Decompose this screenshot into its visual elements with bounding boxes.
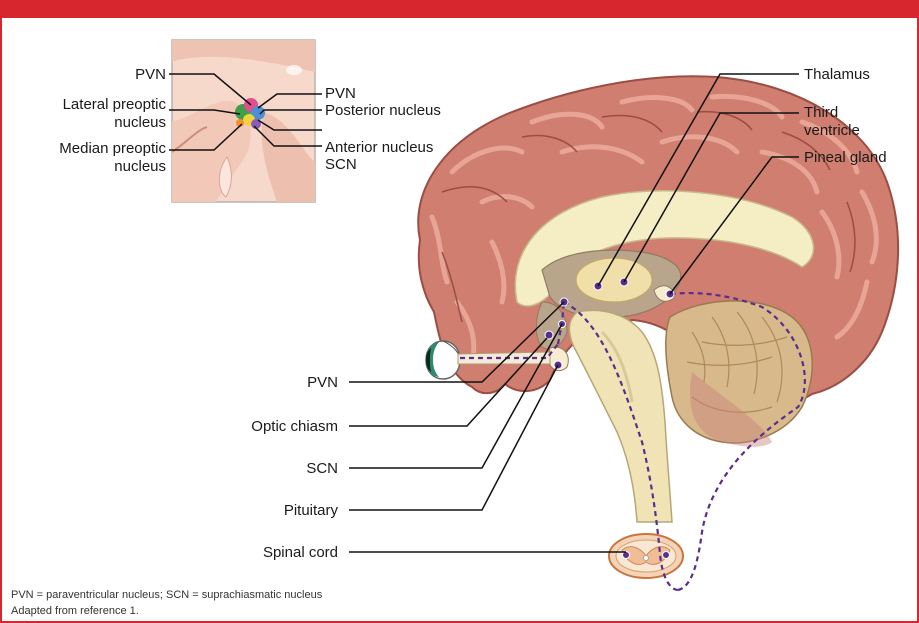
- footnote-source: Adapted from reference 1.: [11, 605, 139, 617]
- brain-illustration: [418, 76, 898, 522]
- label-third-ventricle-line1: Third: [804, 104, 838, 121]
- footnote: PVN = paraventricular nucleus; SCN = sup…: [11, 589, 323, 617]
- footnote-abbreviations: PVN = paraventricular nucleus; SCN = sup…: [11, 589, 323, 601]
- label-pineal-gland: Pineal gland: [804, 149, 887, 166]
- spinal-cord-section: [609, 534, 683, 578]
- label-pvn: PVN: [307, 374, 338, 391]
- label-pvn-right: PVN: [325, 85, 356, 102]
- label-thalamus: Thalamus: [804, 66, 870, 83]
- thalamus-body: [576, 258, 652, 302]
- label-pvn-left: PVN: [135, 66, 166, 83]
- brainstem: [569, 310, 672, 522]
- label-median-preoptic-line2: nucleus: [114, 158, 166, 175]
- label-lateral-preoptic-line2: nucleus: [114, 114, 166, 131]
- label-spinal-cord: Spinal cord: [263, 544, 338, 561]
- label-median-preoptic-line1: Median preoptic: [59, 140, 166, 157]
- label-scn: SCN: [306, 460, 338, 477]
- label-optic-chiasm: Optic chiasm: [251, 418, 338, 435]
- label-pituitary: Pituitary: [284, 502, 339, 519]
- label-scn-inset: SCN: [325, 156, 357, 173]
- hypothalamus-inset: [169, 40, 322, 202]
- label-lateral-preoptic-line1: Lateral preoptic: [63, 96, 167, 113]
- label-posterior-nucleus: Posterior nucleus: [325, 102, 441, 119]
- label-anterior-nucleus: Anterior nucleus: [325, 139, 433, 156]
- label-third-ventricle-line2: ventricle: [804, 122, 860, 139]
